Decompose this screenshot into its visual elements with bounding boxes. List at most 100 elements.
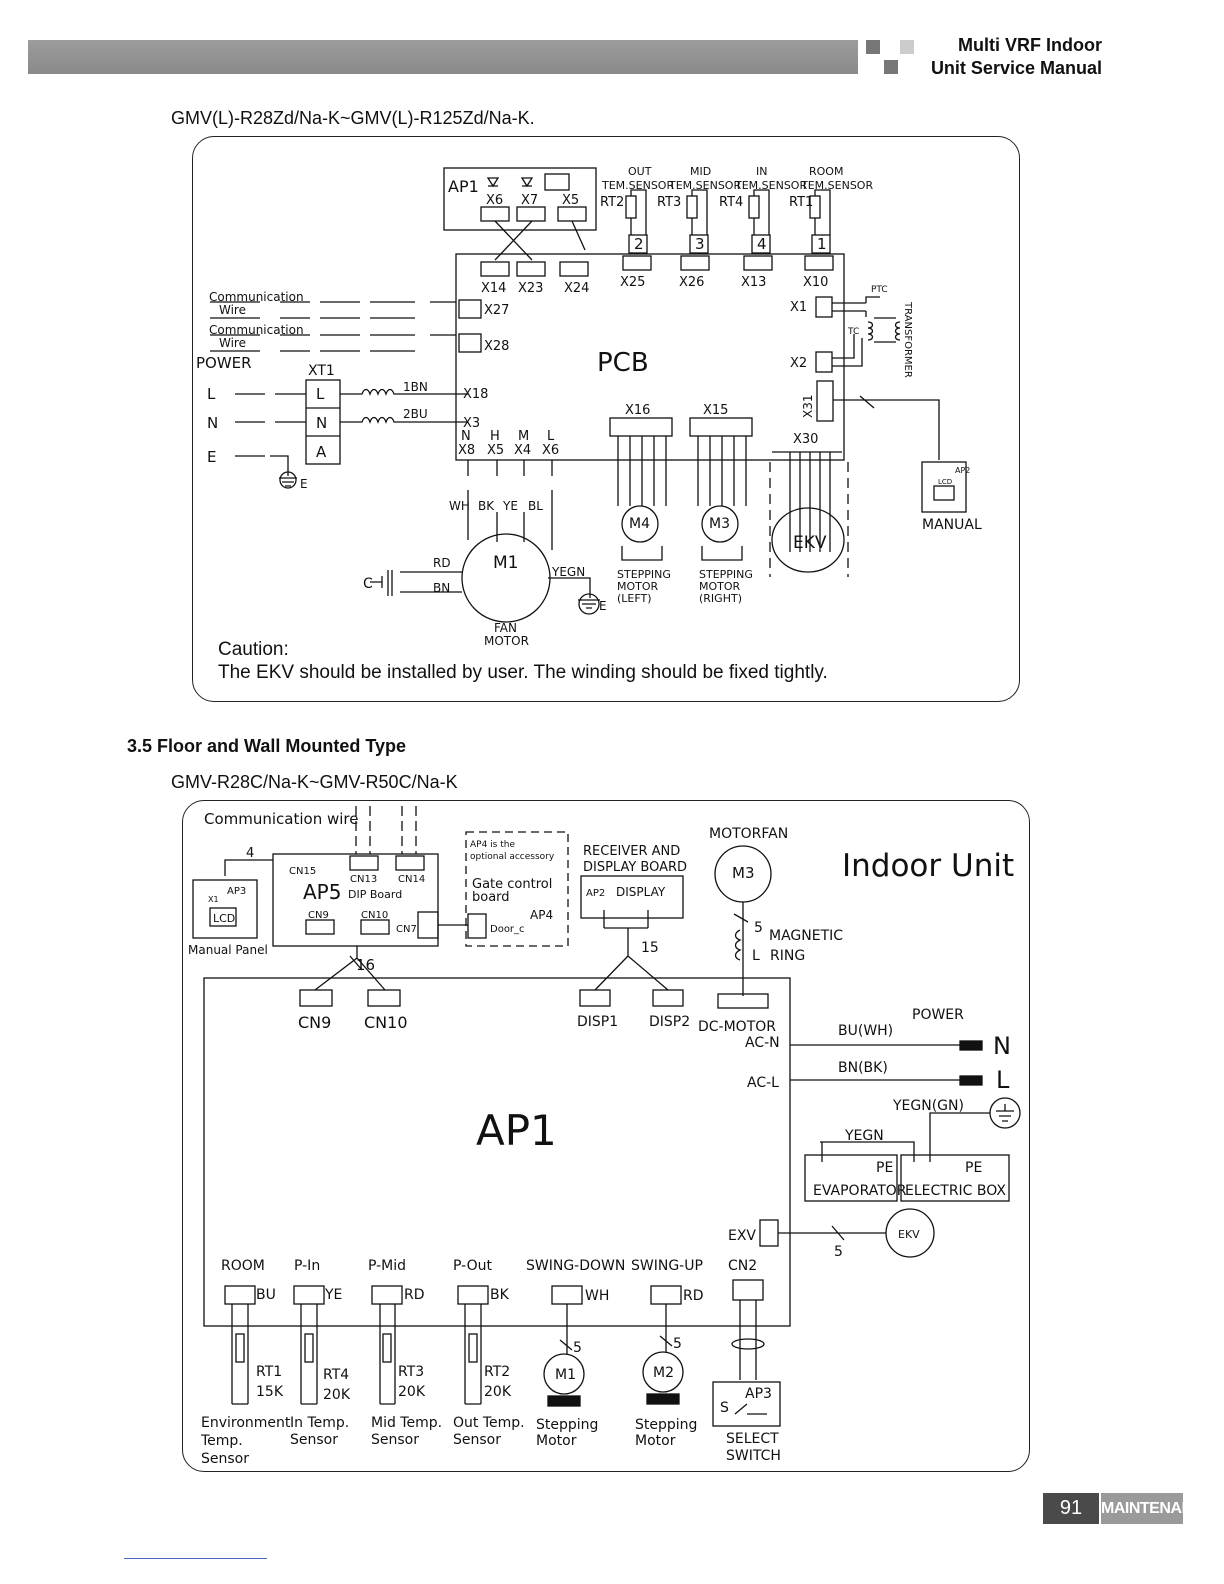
svg-text:Sensor: Sensor	[453, 1432, 501, 1448]
svg-text:X27: X27	[484, 303, 509, 318]
svg-text:N: N	[993, 1032, 1011, 1060]
svg-text:M1: M1	[493, 553, 518, 573]
svg-text:Communication: Communication	[209, 323, 304, 337]
svg-text:RT2: RT2	[484, 1364, 510, 1380]
svg-text:X2: X2	[790, 356, 807, 371]
svg-text:BU: BU	[256, 1287, 276, 1303]
svg-text:YEGN: YEGN	[551, 565, 585, 579]
svg-text:ROOM: ROOM	[221, 1258, 265, 1274]
svg-text:In Temp.: In Temp.	[290, 1415, 349, 1431]
svg-text:AC-N: AC-N	[745, 1035, 780, 1051]
svg-text:EVAPORATOR: EVAPORATOR	[813, 1183, 907, 1199]
svg-text:WH: WH	[585, 1288, 609, 1304]
header-square	[866, 40, 880, 54]
svg-text:Motor: Motor	[536, 1433, 577, 1449]
stepping-motor-m2	[642, 1351, 684, 1393]
svg-text:CN13: CN13	[350, 874, 377, 885]
svg-text:(RIGHT): (RIGHT)	[699, 592, 742, 605]
svg-text:Temp.: Temp.	[200, 1433, 243, 1449]
svg-text:RT1: RT1	[789, 195, 813, 210]
led-icon	[486, 177, 500, 188]
svg-text:L: L	[996, 1066, 1010, 1094]
svg-text:Out Temp.: Out Temp.	[453, 1415, 525, 1431]
header-title: Multi VRF Indoor Unit Service Manual	[931, 34, 1102, 80]
svg-text:CN14: CN14	[398, 874, 425, 885]
svg-text:X16: X16	[625, 403, 650, 418]
svg-text:DISPLAY: DISPLAY	[616, 885, 666, 899]
svg-text:Indoor Unit: Indoor Unit	[842, 848, 1014, 884]
svg-text:X5: X5	[487, 443, 504, 458]
svg-text:2: 2	[634, 235, 644, 253]
svg-text:Sensor: Sensor	[371, 1432, 419, 1448]
svg-text:YE: YE	[502, 499, 518, 513]
caution-title: Caution:	[218, 639, 289, 660]
ap1-box	[443, 167, 597, 231]
svg-text:5: 5	[573, 1340, 582, 1356]
svg-text:WH: WH	[449, 499, 470, 513]
svg-text:RT3: RT3	[657, 195, 681, 210]
svg-text:MOTOR: MOTOR	[699, 580, 741, 593]
svg-text:RING: RING	[770, 948, 805, 964]
svg-text:X26: X26	[679, 275, 704, 290]
svg-text:MOTOR: MOTOR	[484, 634, 529, 648]
page-number: 91	[1043, 1493, 1099, 1524]
ekv-valve	[771, 507, 845, 573]
svg-text:X13: X13	[741, 275, 766, 290]
svg-text:BK: BK	[478, 499, 495, 513]
ap1-main-board	[203, 977, 791, 1327]
svg-text:M2: M2	[653, 1365, 674, 1381]
svg-text:E: E	[599, 599, 607, 613]
svg-text:15: 15	[641, 940, 659, 956]
svg-text:SELECT: SELECT	[726, 1431, 779, 1447]
led-icon	[520, 177, 534, 188]
svg-text:XT1: XT1	[308, 363, 335, 379]
svg-text:X6: X6	[486, 193, 503, 208]
ekv-valve	[885, 1208, 935, 1258]
svg-text:STEPPING: STEPPING	[617, 568, 671, 581]
svg-text:Stepping: Stepping	[536, 1417, 598, 1433]
svg-text:4: 4	[246, 846, 254, 861]
svg-text:L: L	[547, 429, 555, 444]
svg-text:SWING-UP: SWING-UP	[631, 1258, 703, 1274]
svg-text:AP3: AP3	[227, 886, 246, 897]
svg-text:EKV: EKV	[898, 1228, 920, 1241]
svg-text:5: 5	[834, 1244, 843, 1260]
svg-text:X23: X23	[518, 281, 543, 296]
svg-text:Sensor: Sensor	[201, 1451, 249, 1467]
svg-text:ROOM: ROOM	[809, 165, 843, 178]
svg-text:CN10: CN10	[361, 910, 388, 921]
svg-text:Communication: Communication	[209, 290, 304, 304]
svg-text:X6: X6	[542, 443, 559, 458]
svg-text:YEGN(GN): YEGN(GN)	[892, 1098, 964, 1114]
svg-text:RECEIVER AND: RECEIVER AND	[583, 844, 680, 859]
svg-text:TEM.SENSOR: TEM.SENSOR	[668, 179, 741, 192]
svg-text:Sensor: Sensor	[290, 1432, 338, 1448]
svg-text:X14: X14	[481, 281, 506, 296]
svg-text:POWER: POWER	[912, 1007, 964, 1023]
ap5-box	[272, 853, 439, 947]
svg-text:N: N	[461, 429, 471, 444]
svg-text:1BN: 1BN	[403, 380, 428, 394]
svg-text:DISP2: DISP2	[649, 1014, 690, 1030]
pcb-box	[455, 253, 845, 461]
svg-text:(LEFT): (LEFT)	[617, 592, 652, 605]
svg-text:Motor: Motor	[635, 1433, 676, 1449]
svg-text:20K: 20K	[398, 1384, 426, 1400]
svg-text:PTC: PTC	[871, 285, 888, 295]
header-title-line2: Unit Service Manual	[930, 58, 1102, 78]
svg-text:DISP1: DISP1	[577, 1014, 618, 1030]
svg-text:AP2: AP2	[586, 888, 605, 899]
svg-text:X28: X28	[484, 339, 509, 354]
svg-text:Manual Panel: Manual Panel	[188, 943, 268, 957]
svg-text:E: E	[300, 477, 308, 491]
svg-text:RT4: RT4	[719, 195, 743, 210]
svg-text:S: S	[720, 1400, 729, 1416]
svg-text:5: 5	[754, 920, 763, 936]
svg-text:BL: BL	[528, 499, 543, 513]
svg-text:EKV: EKV	[793, 533, 827, 553]
svg-text:optional accessory: optional accessory	[470, 852, 555, 862]
svg-text:M3: M3	[732, 864, 755, 882]
svg-text:E: E	[207, 448, 216, 466]
svg-text:ELECTRIC BOX: ELECTRIC BOX	[905, 1183, 1006, 1199]
